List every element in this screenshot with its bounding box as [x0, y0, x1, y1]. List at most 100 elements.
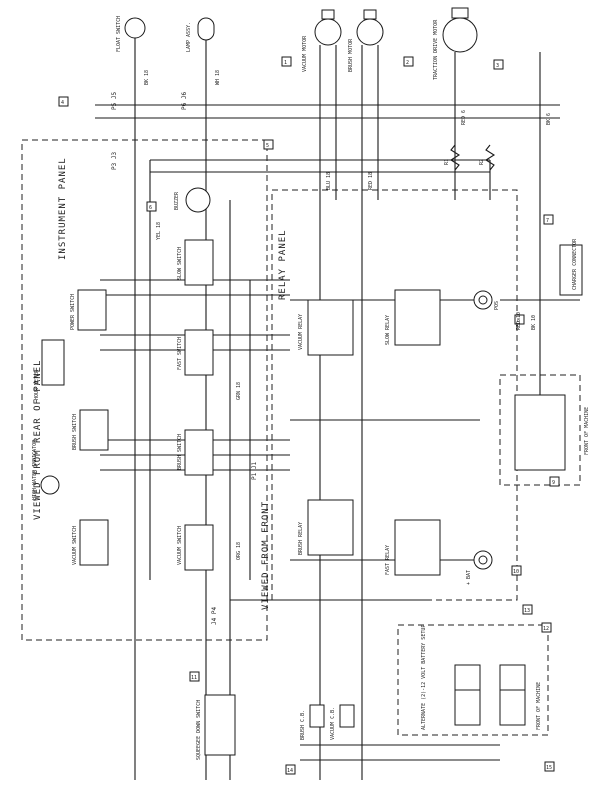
alternate-label: ALTERNATE (2)-12 VOLT BATTERY SETUP	[421, 625, 427, 730]
alternate-battery-setup: ALTERNATE (2)-12 VOLT BATTERY SETUP FRON…	[421, 625, 542, 730]
wire-red18: RED 18	[368, 172, 374, 190]
callout-6: 6	[146, 201, 157, 212]
svg-text:13: 13	[524, 608, 530, 614]
power-switch: POWER SWITCH	[70, 289, 107, 331]
hour-meter-label: HOUR METER	[34, 369, 40, 400]
svg-text:14: 14	[287, 768, 293, 774]
lamp-assy-label: LAMP ASSY.	[186, 22, 192, 52]
traction-motor-label: TRACTION DRIVE MOTOR	[433, 19, 439, 80]
r2-label: R2	[479, 159, 485, 165]
front-of-machine-2-label: FRONT OF MACHINE	[536, 682, 542, 730]
vacuum-relay: VACUUM RELAY	[298, 299, 354, 356]
fast-switch-label: FAST SWITCH	[177, 337, 183, 370]
callout-3: 3	[493, 59, 504, 70]
vacuum-motor: VACUUM MOTOR	[302, 9, 342, 780]
resistors: R1 R2	[444, 144, 496, 171]
callout-7: 7	[543, 214, 554, 225]
callout-13: 13	[522, 604, 533, 615]
fast-switch: FAST SWITCH	[177, 329, 214, 376]
wire-bk10: BK 10	[531, 315, 537, 330]
brush-switch-front-label: BRUSH SWITCH	[177, 434, 183, 470]
vacuum-switch-front-label: VACUUM SWITCH	[177, 526, 183, 565]
squeegee-down-switch: SQUEEGEE DOWN SWITCH	[196, 694, 236, 760]
brush-switch-front: BRUSH SWITCH	[177, 429, 214, 476]
relay-panel-title: RELAY PANEL	[278, 229, 288, 300]
traction-motor: TRACTION DRIVE MOTOR	[433, 7, 541, 140]
front-of-machine-label: FRONT OF MACHINE	[584, 407, 590, 455]
wire-grn18: GRN 18	[236, 382, 242, 400]
p1j1-label: P1 J1	[251, 462, 258, 480]
callout-15: 15	[544, 761, 555, 772]
charger-connector-label: CHARGER CONNECTOR	[572, 238, 578, 290]
svg-text:10: 10	[513, 569, 519, 575]
high-water-label: HIGH WATER INDICATOR	[32, 439, 38, 500]
svg-text:3: 3	[496, 63, 499, 69]
callout-5: 5	[263, 139, 274, 150]
brush-cb: BRUSH C.B.	[300, 704, 325, 740]
svg-text:15: 15	[546, 765, 552, 771]
wire-yel18: YEL 18	[156, 222, 162, 240]
callout-8: 8	[514, 314, 525, 325]
svg-text:11: 11	[191, 675, 197, 681]
brush-relay: BRUSH RELAY	[298, 499, 354, 556]
brush-motor: BRUSH MOTOR	[348, 9, 384, 780]
fast-relay-label: FAST RELAY	[385, 545, 391, 575]
float-switch-label: FLOAT SWITCH	[116, 16, 122, 52]
callout-12: 12	[541, 622, 552, 633]
r1-label: R1	[444, 159, 450, 165]
brush-switch-rear: BRUSH SWITCH	[72, 409, 109, 451]
bat-terminal: + BAT	[466, 550, 493, 585]
bat-pos-label: + BAT	[466, 570, 472, 585]
callout-10: 10	[511, 565, 522, 576]
p5j5-label: P5 J5	[111, 92, 118, 110]
callout-14: 14	[285, 764, 296, 775]
p6j6-label: P6 J6	[181, 92, 188, 110]
buzzer: BUZZER	[174, 187, 211, 213]
slow-switch: SLOW SWITCH	[177, 239, 214, 286]
callout-1: 1	[281, 56, 292, 67]
high-water-indicator: HIGH WATER INDICATOR	[32, 439, 60, 500]
charger-connector: CHARGER CONNECTOR	[559, 238, 583, 296]
wire-bk6: BK 6	[546, 113, 552, 125]
callout-2: 2	[403, 56, 414, 67]
vacuum-switch-rear: VACUUM SWITCH	[72, 519, 109, 566]
viewed-front-title: VIEWED FROM FRONT	[261, 501, 271, 610]
svg-text:1: 1	[284, 60, 287, 66]
power-switch-label: POWER SWITCH	[70, 294, 76, 330]
viewed-rear-title: VIEWED FROM REAR OF PANEL	[33, 360, 43, 520]
slow-relay: SLOW RELAY	[385, 289, 441, 346]
svg-text:4: 4	[61, 100, 64, 106]
battery-box: FRONT OF MACHINE	[514, 394, 590, 471]
wire-red6: RED 6	[461, 110, 467, 125]
svg-text:7: 7	[546, 218, 549, 224]
brush-motor-label: BRUSH MOTOR	[348, 38, 354, 72]
vacuum-switch-front: VACUUM SWITCH	[177, 524, 214, 571]
svg-text:5: 5	[266, 143, 269, 149]
j4p4-label: J4 P4	[211, 607, 218, 625]
slow-relay-label: SLOW RELAY	[385, 315, 391, 345]
vacuum-relay-label: VACUUM RELAY	[298, 314, 304, 350]
brush-cb-label: BRUSH C.B.	[300, 710, 306, 740]
vacuum-cb-label: VACUUM C.B.	[330, 707, 336, 740]
instrument-panel-outline	[21, 139, 268, 641]
pos-label: POS	[494, 301, 500, 310]
wire-blu18: BLU 18	[326, 172, 332, 190]
brush-switch-rear-label: BRUSH SWITCH	[72, 414, 78, 450]
hour-meter: HOUR METER	[34, 339, 65, 400]
lamp-assembly: LAMP ASSY.	[186, 17, 215, 780]
wire-bk18: BK 18	[144, 70, 150, 85]
svg-text:2: 2	[406, 60, 409, 66]
brush-relay-label: BRUSH RELAY	[298, 522, 304, 555]
pos-terminal: POS	[473, 290, 500, 310]
squeegee-down-label: SQUEEGEE DOWN SWITCH	[196, 700, 202, 760]
svg-text:8: 8	[517, 318, 520, 324]
vacuum-switch-rear-label: VACUUM SWITCH	[72, 526, 78, 565]
svg-text:6: 6	[149, 205, 152, 211]
svg-text:12: 12	[543, 626, 549, 632]
callout-11: 11	[189, 671, 200, 682]
buzzer-label: BUZZER	[174, 191, 180, 210]
wire-wh18: WH 18	[215, 70, 221, 85]
svg-text:9: 9	[552, 480, 555, 486]
float-switch: FLOAT SWITCH	[116, 16, 146, 780]
